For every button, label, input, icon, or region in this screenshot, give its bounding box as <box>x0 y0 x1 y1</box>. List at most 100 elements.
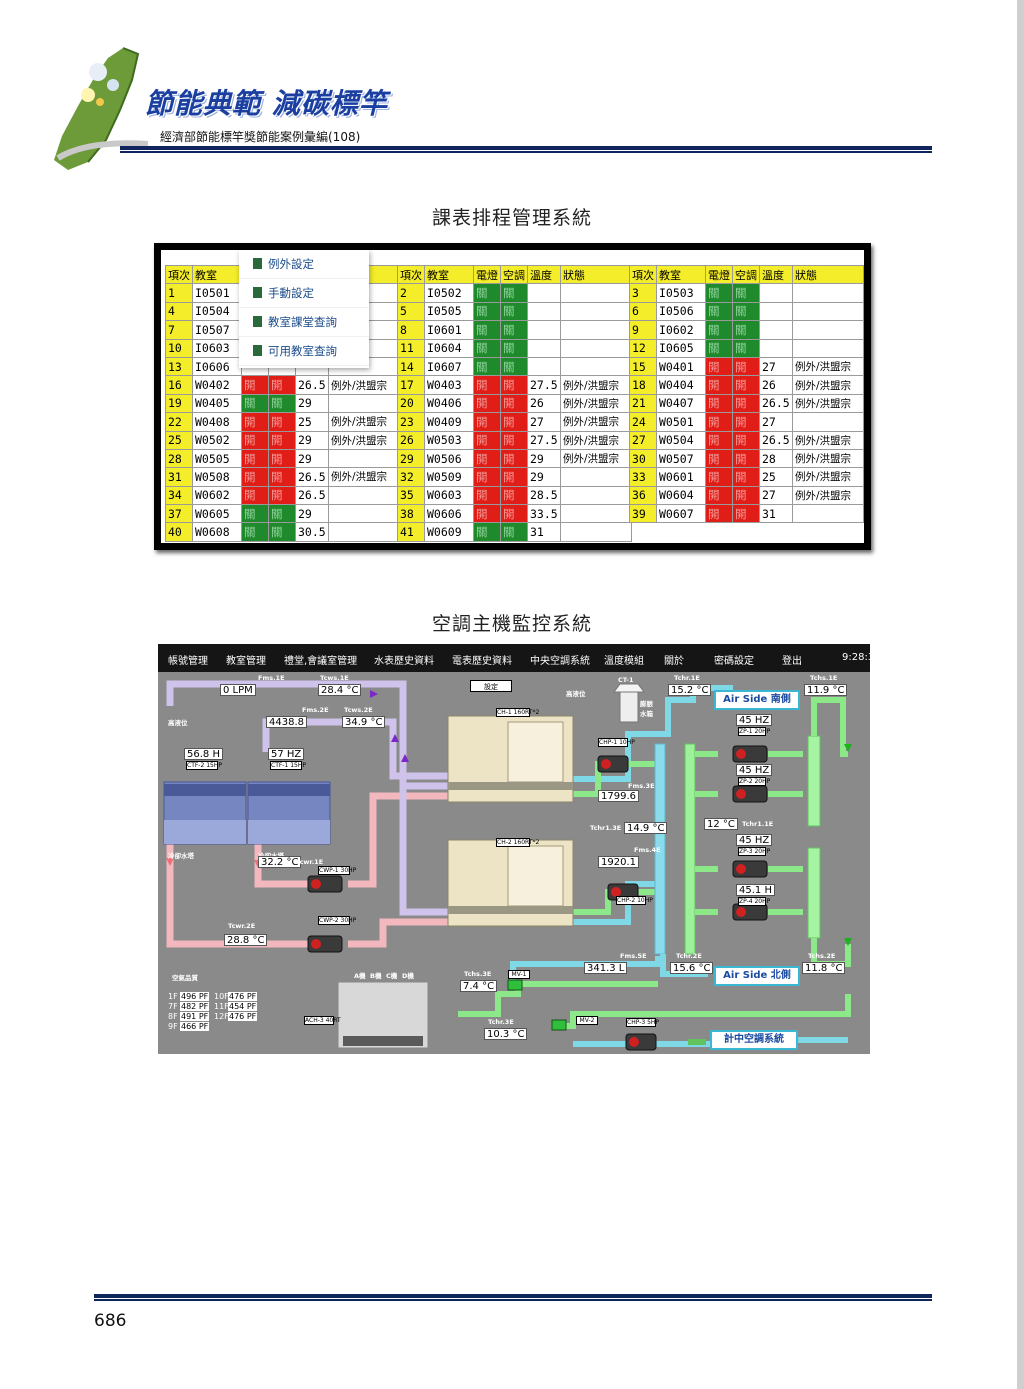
light-status[interactable]: 關 <box>705 301 733 322</box>
ac-status[interactable]: 關 <box>500 338 528 358</box>
light-status[interactable]: 關 <box>473 338 501 358</box>
light-status[interactable]: 關 <box>473 283 501 303</box>
ac-status[interactable]: 開 <box>732 412 760 432</box>
light-status[interactable]: 開 <box>473 504 501 524</box>
light-status[interactable]: 關 <box>473 522 501 542</box>
light-status[interactable]: 關 <box>241 393 269 414</box>
light-status[interactable]: 開 <box>705 356 733 377</box>
light-status[interactable]: 關 <box>473 356 501 377</box>
floor-label: 12F <box>214 1012 229 1021</box>
ac-status[interactable]: 開 <box>268 485 296 506</box>
ac-status[interactable]: 開 <box>500 412 528 432</box>
ac-status[interactable]: 開 <box>732 430 760 450</box>
fms2-label: Fms.2E <box>302 706 329 714</box>
context-menu-item[interactable]: 例外設定 <box>239 250 369 279</box>
ac-status[interactable]: 開 <box>500 448 528 469</box>
light-status[interactable]: 關 <box>705 338 733 358</box>
nav-item[interactable]: 教室管理 <box>226 656 266 667</box>
row-no: 36 <box>629 485 657 506</box>
ac-status[interactable]: 開 <box>500 467 528 487</box>
ac-status[interactable]: 關 <box>732 301 760 322</box>
ac-status[interactable]: 關 <box>268 522 296 542</box>
nav-item[interactable]: 關於 <box>664 656 684 667</box>
nav-item[interactable]: 中央空調系統 <box>530 656 590 667</box>
ac-status[interactable]: 開 <box>732 467 760 487</box>
light-status[interactable]: 開 <box>473 393 501 414</box>
light-status[interactable]: 開 <box>241 448 269 469</box>
nav-item[interactable]: 9:28:3 <box>842 652 870 663</box>
ac-status[interactable]: 開 <box>268 430 296 450</box>
light-status[interactable]: 開 <box>241 430 269 450</box>
ac-status[interactable]: 開 <box>268 467 296 487</box>
ac-status[interactable]: 開 <box>500 375 528 395</box>
mv1-tag: MV-1 <box>508 970 530 979</box>
nav-item[interactable]: 密碼設定 <box>714 656 754 667</box>
light-status[interactable]: 開 <box>705 430 733 450</box>
ac-status[interactable]: 開 <box>500 393 528 414</box>
ac-status[interactable]: 關 <box>268 504 296 524</box>
nav-item[interactable]: 水表歷史資料 <box>374 656 434 667</box>
nav-item[interactable]: 禮堂,會議室管理 <box>284 656 358 667</box>
ac-status[interactable]: 開 <box>732 356 760 377</box>
light-status[interactable]: 關 <box>473 320 501 340</box>
light-status[interactable]: 關 <box>473 301 501 322</box>
nav-item[interactable]: 溫度模組 <box>604 656 644 667</box>
nav-item[interactable]: 帳號管理 <box>168 656 208 667</box>
ac-status[interactable]: 關 <box>732 320 760 340</box>
ac-status[interactable]: 開 <box>732 375 760 395</box>
ac-status[interactable]: 開 <box>732 448 760 469</box>
light-status[interactable]: 開 <box>705 412 733 432</box>
light-status[interactable]: 開 <box>705 393 733 414</box>
light-status[interactable]: 關 <box>705 283 733 303</box>
ac-status[interactable]: 關 <box>500 522 528 542</box>
light-status[interactable]: 開 <box>705 467 733 487</box>
context-menu-item[interactable]: 可用教室查詢 <box>239 337 369 366</box>
ac-status[interactable]: 關 <box>500 320 528 340</box>
setting-button[interactable]: 設定 <box>470 680 512 692</box>
document-icon <box>253 316 262 327</box>
ac-status[interactable]: 關 <box>732 283 760 303</box>
ac-status[interactable]: 關 <box>268 393 296 414</box>
light-status[interactable]: 關 <box>241 522 269 542</box>
air-side-north[interactable]: Air Side 北側 <box>714 966 800 986</box>
ac-status[interactable]: 開 <box>500 430 528 450</box>
room: I0607 <box>424 356 474 377</box>
context-menu-item[interactable]: 手動設定 <box>239 279 369 308</box>
light-status[interactable]: 關 <box>241 504 269 524</box>
light-status[interactable]: 開 <box>241 375 269 395</box>
ac-status[interactable]: 開 <box>268 448 296 469</box>
context-menu-item[interactable]: 教室課堂查詢 <box>239 308 369 337</box>
tchr1-label: Tchr.1E <box>674 674 700 682</box>
status <box>792 301 864 322</box>
light-status[interactable]: 開 <box>473 375 501 395</box>
light-status[interactable]: 開 <box>241 412 269 432</box>
ac-status[interactable]: 關 <box>732 338 760 358</box>
ac-status[interactable]: 關 <box>500 301 528 322</box>
ac-status[interactable]: 開 <box>500 485 528 506</box>
light-status[interactable]: 開 <box>705 375 733 395</box>
light-status[interactable]: 開 <box>241 485 269 506</box>
nav-item[interactable]: 電表歷史資料 <box>452 656 512 667</box>
nav-item[interactable]: 登出 <box>782 656 802 667</box>
ac-status[interactable]: 開 <box>732 504 760 524</box>
light-status[interactable]: 開 <box>473 430 501 450</box>
light-status[interactable]: 開 <box>473 467 501 487</box>
light-status[interactable]: 關 <box>705 320 733 340</box>
ac-status[interactable]: 開 <box>500 504 528 524</box>
light-status[interactable]: 開 <box>705 504 733 524</box>
ac-status[interactable]: 關 <box>500 356 528 377</box>
air-side-south[interactable]: Air Side 南側 <box>714 690 800 710</box>
ac-status[interactable]: 開 <box>268 412 296 432</box>
ac-status[interactable]: 開 <box>732 393 760 414</box>
light-status[interactable]: 開 <box>473 412 501 432</box>
ac-status[interactable]: 開 <box>268 375 296 395</box>
ac-status[interactable]: 開 <box>732 485 760 506</box>
central-hvac-button[interactable]: 計中空調系統 <box>710 1030 798 1050</box>
light-status[interactable]: 開 <box>241 467 269 487</box>
ac-status[interactable]: 關 <box>500 283 528 303</box>
light-status[interactable]: 開 <box>705 448 733 469</box>
light-status[interactable]: 開 <box>473 485 501 506</box>
light-status[interactable]: 開 <box>473 448 501 469</box>
light-status[interactable]: 開 <box>705 485 733 506</box>
document-icon <box>253 287 262 298</box>
